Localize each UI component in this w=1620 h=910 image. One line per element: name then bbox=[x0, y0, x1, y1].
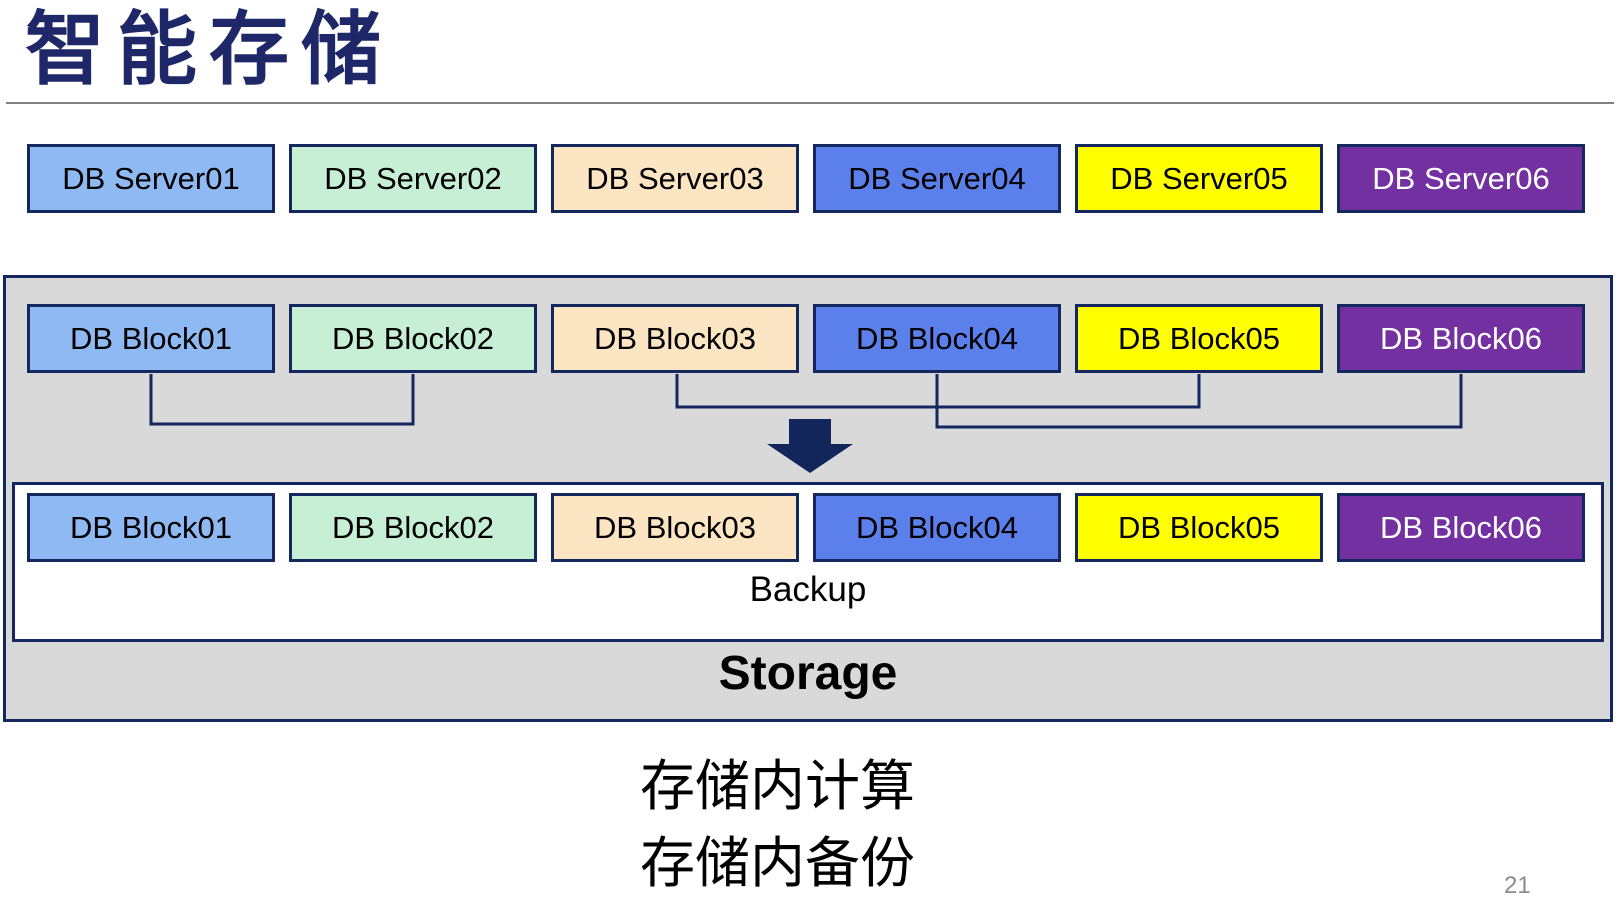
block-bottom-05: DB Block05 bbox=[1075, 493, 1323, 562]
server-box-05: DB Server05 bbox=[1075, 144, 1323, 213]
block-top-01: DB Block01 bbox=[27, 304, 275, 373]
block-top-03: DB Block03 bbox=[551, 304, 799, 373]
server-box-02: DB Server02 bbox=[289, 144, 537, 213]
block-top-04: DB Block04 bbox=[813, 304, 1061, 373]
block-top-06: DB Block06 bbox=[1337, 304, 1585, 373]
storage-label: Storage bbox=[718, 647, 898, 700]
caption-line-2: 存储内备份 bbox=[640, 832, 916, 894]
backup-label: Backup bbox=[749, 570, 867, 609]
server-box-04: DB Server04 bbox=[813, 144, 1061, 213]
title-divider bbox=[6, 102, 1614, 104]
block-bottom-01: DB Block01 bbox=[27, 493, 275, 562]
block-bottom-06: DB Block06 bbox=[1337, 493, 1585, 562]
server-box-03: DB Server03 bbox=[551, 144, 799, 213]
block-bottom-02: DB Block02 bbox=[289, 493, 537, 562]
block-top-02: DB Block02 bbox=[289, 304, 537, 373]
block-bottom-03: DB Block03 bbox=[551, 493, 799, 562]
slide-title: 智能存储 bbox=[25, 5, 393, 94]
caption: 存储内计算 存储内备份 bbox=[640, 748, 915, 902]
server-box-06: DB Server06 bbox=[1337, 144, 1585, 213]
block-bottom-04: DB Block04 bbox=[813, 493, 1061, 562]
server-box-01: DB Server01 bbox=[27, 144, 275, 213]
block-top-05: DB Block05 bbox=[1075, 304, 1323, 373]
caption-line-1: 存储内计算 bbox=[640, 755, 916, 817]
page-number: 21 bbox=[1504, 872, 1531, 899]
